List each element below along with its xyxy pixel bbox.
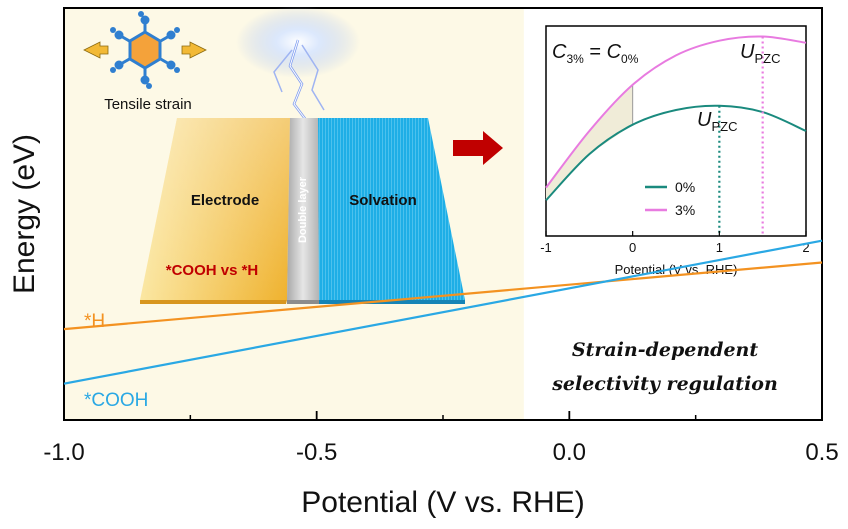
electrode-label: Electrode bbox=[191, 192, 259, 209]
solvation-label: Solvation bbox=[349, 192, 417, 209]
inset-x-tick-label: 2 bbox=[802, 240, 809, 255]
selectivity-label: *COOH vs *H bbox=[166, 262, 259, 279]
series-line-cooh bbox=[63, 239, 823, 385]
series-label-cooh: *COOH bbox=[84, 390, 148, 411]
solvation-slab bbox=[318, 118, 465, 300]
x-axis-label: Potential (V vs. RHE) bbox=[301, 486, 584, 519]
molecule-icon bbox=[83, 11, 207, 89]
inset-x-tick-label: 1 bbox=[716, 240, 723, 255]
annotation-line-1: Strain-dependent bbox=[572, 339, 758, 361]
inset-pzc-label-0: UPZC bbox=[697, 109, 737, 134]
double-layer-slab bbox=[287, 118, 319, 300]
inset-condition: C3% = C0% bbox=[552, 41, 639, 66]
x-tick-label: 0.5 bbox=[805, 439, 838, 466]
y-axis-label: Energy (eV) bbox=[8, 134, 41, 294]
inset-legend-label-1: 3% bbox=[675, 202, 695, 218]
inset-series-line-1 bbox=[545, 35, 807, 189]
strain-label: Tensile strain bbox=[104, 96, 192, 113]
x-tick-label: -1.0 bbox=[43, 439, 84, 466]
inset-shaded-area bbox=[546, 84, 633, 201]
right-arrow-icon bbox=[453, 131, 503, 165]
illustration: Tensile strain Electrode *COOH vs *H Dou… bbox=[83, 6, 503, 304]
inset-pzc-label-3: UPZC bbox=[740, 41, 780, 66]
inset-legend-label-0: 0% bbox=[675, 179, 695, 195]
double-layer-label: Double layer bbox=[297, 176, 309, 243]
series-label-h: *H bbox=[84, 311, 105, 332]
x-tick-label: -0.5 bbox=[296, 439, 337, 466]
lightning-icon bbox=[236, 6, 360, 121]
annotation-line-2: selectivity regulation bbox=[551, 373, 778, 395]
x-tick-label: 0.0 bbox=[553, 439, 586, 466]
inset-x-tick-label: -1 bbox=[540, 240, 552, 255]
inset-x-tick-label: 0 bbox=[629, 240, 636, 255]
series-line-h bbox=[63, 261, 823, 331]
